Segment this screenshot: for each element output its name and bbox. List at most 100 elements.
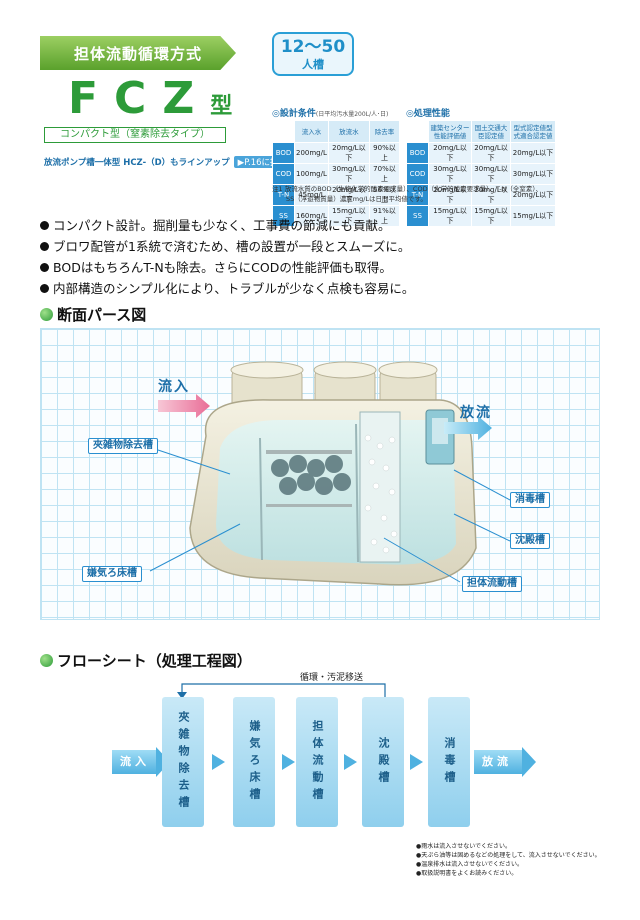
usage-note: ●温泉排水は流入させないでください。 [416,861,524,868]
cell: 200mg/L [294,142,329,164]
row-label: COD [272,163,295,185]
flow-arrow-icon [282,754,295,770]
bullet-icon [40,263,49,272]
spec-footnote-line1: 注1 放流水質のBOD（生物化学的酸素要求量）、COD（化学的酸素要求量）、T-… [272,185,543,193]
cell: 91%以上 [368,205,401,227]
filter-media [271,455,351,495]
flow-arrow-icon [410,754,423,770]
cell: 70%以上 [368,163,401,185]
usage-note: ●取扱説明書をよくお読みください。 [416,870,518,877]
design-row: COD 100mg/L 30mg/L以下 70%以上 [272,163,401,185]
callout-disinfection-tank: 消毒槽 [510,492,550,508]
flow-step-label: 夾雑物除去槽 [177,711,190,813]
row-label: SS [272,205,295,227]
recirculation-line [177,683,386,699]
section-heading-cross-section: 断面パース図 [40,304,146,325]
design-header-0: 流入水 [294,120,329,143]
flow-outflow-label: 放流 [474,750,522,774]
model-name: FCZ [68,73,211,124]
flow-step-label: 沈殿槽 [377,736,390,788]
callout-settling-tank: 沈殿槽 [510,533,550,549]
feature-text: BODはもちろんT-Nも除去。さらにCODの性能評価も取得。 [53,260,392,275]
flow-arrow-icon [212,754,225,770]
lineup-text: 放流ポンプ槽一体型 HCZ-（D）もラインアップ [44,158,230,168]
performance-row: COD 30mg/L以下 30mg/L以下 30mg/L以下 [406,163,556,185]
design-header-1: 放流水 [327,120,370,143]
method-ribbon: 担体流動循環方式 [40,36,236,70]
flow-inflow-label: 流入 [112,750,156,774]
capacity-badge: 12～50 人槽 [272,32,354,76]
performance-title: ◎処理性能 [406,109,450,119]
row-label: BOD [406,142,429,164]
tank-cross-section [149,361,511,586]
capacity-unit: 人槽 [302,58,324,71]
usage-notes: ●雨水は流入させないでください。 ●天ぷら油等は固めるなどの処理をして、流入させ… [416,842,601,878]
cell: 30mg/L以下 [510,163,556,185]
cell: 20mg/L以下 [327,184,370,206]
feature-text: 内部構造のシンプル化により、トラブルが少なく点検も容易に。 [53,281,415,296]
spec-footnote: 注1 放流水質のBOD（生物化学的酸素要求量）、COD（化学的酸素要求量）、T-… [272,184,602,204]
model-suffix: 型 [210,94,233,119]
performance-header-blank [406,120,429,143]
model-subtitle: コンパクト型（窒素除去タイプ） [44,127,226,143]
callout-carrier-tank: 担体流動槽 [462,576,522,592]
feature-list: コンパクト設計。掘削量も少なく、工事費の節減にも貢献。 ブロワ配管が1系統で済む… [40,215,414,299]
cell: 20mg/L以下 [428,142,472,164]
design-table: 流入水 放流水 除去率 BOD 200mg/L 20mg/L以下 90%以上 C… [272,120,401,227]
lineup-note: 放流ポンプ槽一体型 HCZ-（D）もラインアップ▶P.16に掲載 [44,156,292,168]
design-row: T-N 45mg/L 20mg/L以下 56%以上 [272,184,401,206]
performance-header-2: 型式認定値型式適合認定値 [510,120,556,143]
section-title: フローシート（処理工程図） [57,652,252,670]
spec-footnote-line2: SS（浮遊物質量）濃度mg/Lは日間平均値です。 [286,195,427,203]
cell: 20mg/L以下 [510,142,556,164]
flow-step-screen: 夾雑物除去槽 [162,697,204,827]
cell: 45mg/L [294,184,329,206]
feature-item: ブロワ配管が1系統で済むため、槽の設置が一段とスムーズに。 [40,236,414,257]
performance-table: 建築センター性能評価値 国土交通大臣認定値 型式認定値型式適合認定値 BOD 2… [406,120,556,227]
outflow-label: 放流 [460,405,492,421]
cell: 160mg/L [294,205,329,227]
flow-step-anaerobic: 嫌気ろ床槽 [233,697,275,827]
green-ball-icon [40,308,53,321]
leader-lines [149,449,511,583]
flow-outflow-arrow: 放流 [474,747,536,777]
flow-step-label: 消毒槽 [443,736,456,788]
inflow-label: 流入 [158,379,190,395]
cell: 20mg/L以下 [327,142,370,164]
design-title-text: ◎設計条件 [272,109,316,119]
design-row: SS 160mg/L 15mg/L以下 91%以上 [272,205,401,227]
outflow-arrow-icon [444,416,492,440]
flow-step-settling: 沈殿槽 [362,697,404,827]
flow-step-carrier: 担体流動槽 [296,697,338,827]
cell: 30mg/L以下 [470,163,512,185]
design-title-note: (日平均汚水量200L/人･日) [315,111,389,118]
cell: 15mg/L以下 [428,205,472,227]
design-header-2: 除去率 [368,120,401,143]
callout-anaerobic-tank: 嫌気ろ床槽 [82,566,142,582]
green-ball-icon [40,654,53,667]
cell: 15mg/L以下 [510,205,556,227]
feature-item: コンパクト設計。掘削量も少なく、工事費の節減にも貢献。 [40,215,414,236]
usage-note: ●雨水は流入させないでください。 [416,843,512,850]
feature-item: BODはもちろんT-Nも除去。さらにCODの性能評価も取得。 [40,257,414,278]
feature-text: ブロワ配管が1系統で済むため、槽の設置が一段とスムーズに。 [53,239,411,254]
flow-step-label: 嫌気ろ床槽 [248,719,261,805]
performance-header-1: 国土交通大臣認定値 [470,120,512,143]
usage-note: ●天ぷら油等は固めるなどの処理をして、流入させないでください。 [416,852,601,859]
flow-arrow-icon [344,754,357,770]
flow-step-label: 担体流動槽 [311,719,324,805]
design-title: ◎設計条件(日平均汚水量200L/人･日) [272,106,388,119]
arrow-head-icon [522,747,536,777]
performance-row: T-N 20mg/L以下 20mg/L以下 20mg/L以下 [406,184,556,206]
recirc-arrow-icon [177,692,187,699]
row-label: T-N [406,184,429,206]
recirculation-label: 循環・汚泥移送 [300,673,364,683]
capacity-range: 12～50 [280,37,346,57]
callout-screen-tank: 夾雑物除去槽 [88,438,158,454]
flow-step-disinfection: 消毒槽 [428,697,470,827]
design-row: BOD 200mg/L 20mg/L以下 90%以上 [272,142,401,164]
cell: 15mg/L以下 [470,205,512,227]
performance-row: BOD 20mg/L以下 20mg/L以下 20mg/L以下 [406,142,556,164]
feature-item: 内部構造のシンプル化により、トラブルが少なく点検も容易に。 [40,278,414,299]
